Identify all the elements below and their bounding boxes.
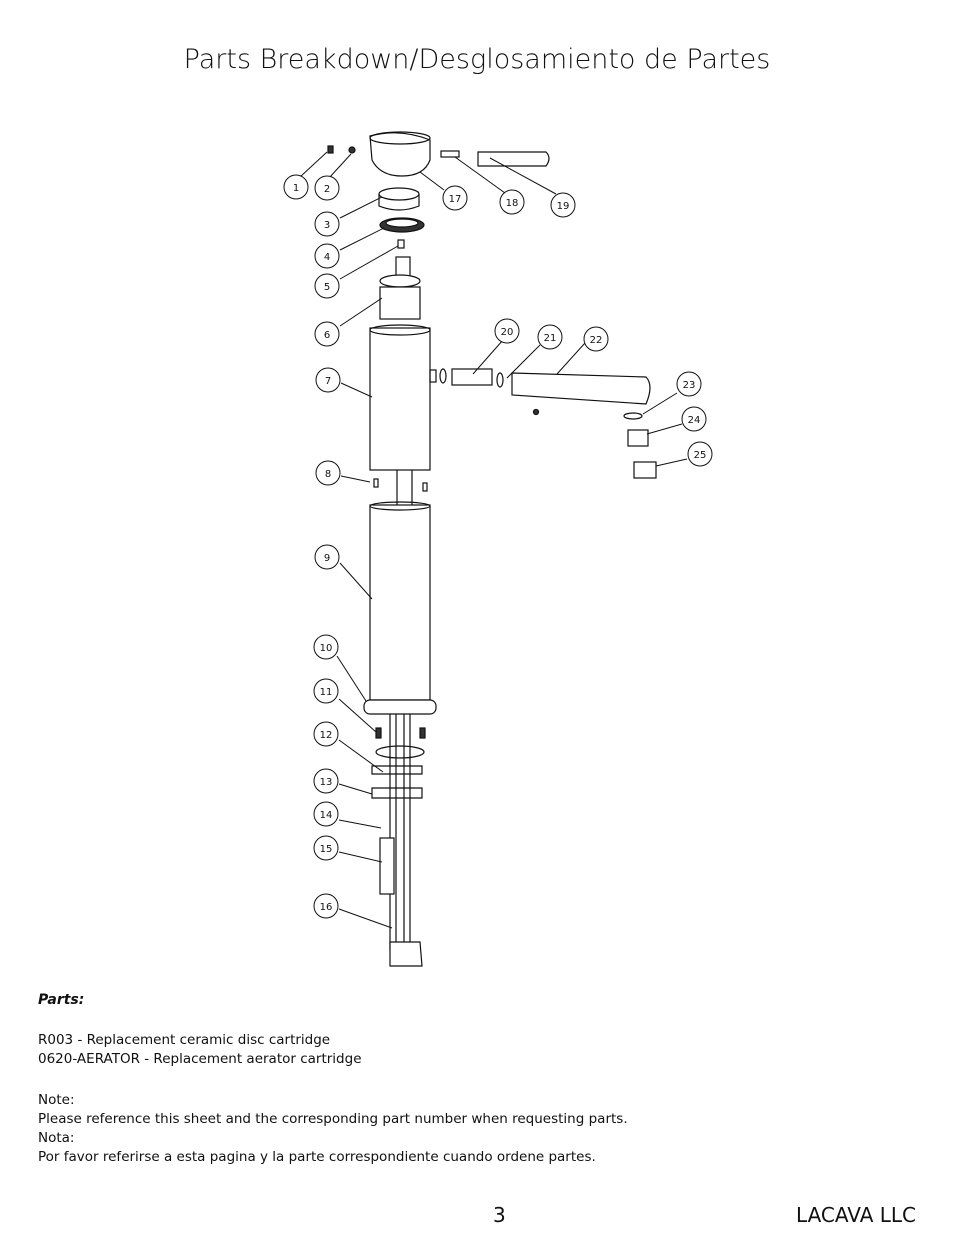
svg-text:5: 5 (324, 282, 330, 293)
page-title: Parts Breakdown/Desglosamiento de Partes (183, 44, 771, 75)
callout-25: 25 (687, 441, 713, 467)
callout-15: 15 (313, 835, 339, 861)
page-number: 3 (493, 1203, 506, 1227)
callout-13: 13 (313, 768, 339, 794)
svg-text:3: 3 (324, 220, 330, 231)
part-item: 0620-AERATOR - Replacement aerator cartr… (38, 1051, 362, 1067)
callout-24: 24 (681, 406, 707, 432)
svg-text:21: 21 (544, 333, 557, 344)
callout-17: 17 (442, 185, 468, 211)
svg-text:19: 19 (557, 201, 570, 212)
callout-22: 22 (583, 326, 609, 352)
svg-text:22: 22 (590, 335, 603, 346)
callout-21: 21 (537, 324, 563, 350)
svg-text:2: 2 (324, 184, 330, 195)
callout-7: 7 (315, 367, 341, 393)
svg-text:17: 17 (449, 194, 462, 205)
callout-16: 16 (313, 893, 339, 919)
note-text: Please reference this sheet and the corr… (38, 1111, 628, 1127)
callout-5: 5 (314, 273, 340, 299)
svg-text:24: 24 (688, 415, 701, 426)
svg-text:7: 7 (325, 376, 331, 387)
svg-text:12: 12 (320, 730, 333, 741)
svg-text:16: 16 (320, 902, 333, 913)
parts-list: R003 - Replacement ceramic disc cartridg… (38, 1031, 362, 1069)
svg-text:1: 1 (293, 183, 299, 194)
callout-1: 1 (283, 174, 309, 200)
svg-text:11: 11 (320, 687, 333, 698)
callout-18: 18 (499, 189, 525, 215)
callout-9: 9 (314, 544, 340, 570)
note-label: Note: (38, 1092, 75, 1108)
parts-heading: Parts: (38, 992, 85, 1008)
svg-text:23: 23 (683, 380, 696, 391)
handle-part (369, 132, 431, 177)
callout-11: 11 (313, 678, 339, 704)
callout-8: 8 (315, 460, 341, 486)
svg-text:8: 8 (325, 469, 331, 480)
svg-text:14: 14 (320, 810, 333, 821)
svg-text:20: 20 (501, 327, 514, 338)
callout-20: 20 (494, 318, 520, 344)
callout-10: 10 (313, 634, 339, 660)
callout-12: 12 (313, 721, 339, 747)
svg-text:13: 13 (320, 777, 333, 788)
svg-text:10: 10 (320, 643, 333, 654)
callout-19: 19 (550, 192, 576, 218)
nota-text: Por favor referirse a esta pagina y la p… (38, 1149, 596, 1165)
svg-text:15: 15 (320, 844, 333, 855)
part-item: R003 - Replacement ceramic disc cartridg… (38, 1032, 331, 1048)
callout-14: 14 (313, 801, 339, 827)
svg-text:6: 6 (324, 330, 330, 341)
notes-section: Note: Please reference this sheet and th… (38, 1091, 628, 1167)
callout-4: 4 (314, 243, 340, 269)
svg-text:18: 18 (506, 198, 519, 209)
svg-text:25: 25 (694, 450, 707, 461)
callout-23: 23 (676, 371, 702, 397)
callout-2: 2 (314, 175, 340, 201)
svg-text:4: 4 (324, 252, 330, 263)
nota-label: Nota: (38, 1130, 75, 1146)
company-name: LACAVA LLC (796, 1203, 916, 1227)
svg-text:9: 9 (324, 553, 330, 564)
callout-3: 3 (314, 211, 340, 237)
callout-6: 6 (314, 321, 340, 347)
